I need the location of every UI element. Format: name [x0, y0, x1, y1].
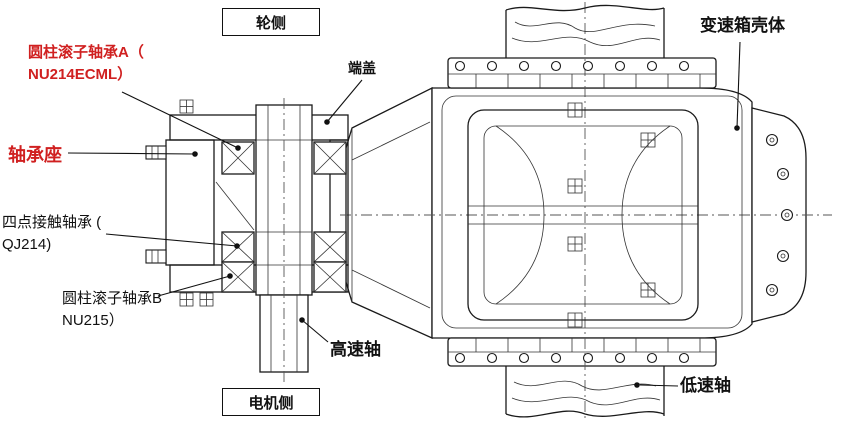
motor-side-text: 电机侧 — [248, 394, 294, 412]
wheel-side-text: 轮侧 — [255, 14, 286, 32]
label-bearing-a: 圆柱滚子轴承A（ NU214ECML） — [28, 42, 144, 86]
bearing-a-text-line1: 圆柱滚子轴承A（ — [28, 44, 144, 61]
four-point-bearing-text-line1: 四点接触轴承 ( — [2, 214, 102, 231]
top-flange-drawing — [448, 60, 716, 88]
label-end-cover: 端盖 — [348, 58, 376, 78]
high-speed-shaft-text: 高速轴 — [330, 340, 381, 359]
bearing-b-text-line1: 圆柱滚子轴承B — [62, 290, 163, 307]
label-low-speed-shaft: 低速轴 — [680, 374, 731, 399]
label-four-point-bearing: 四点接触轴承 ( QJ214) — [2, 212, 101, 256]
label-motor-side: 电机侧 — [222, 388, 320, 416]
gearbox-housing-text: 变速箱壳体 — [700, 16, 785, 35]
low-speed-shaft-top-drawing — [505, 4, 665, 58]
center-lines — [340, 2, 832, 422]
leader-lines — [67, 41, 741, 388]
gearbox-housing-details — [351, 95, 794, 329]
label-high-speed-shaft: 高速轴 — [330, 338, 381, 363]
bearing-seat-text: 轴承座 — [8, 145, 62, 165]
bottom-flange-drawing — [448, 338, 716, 364]
low-speed-shaft-text: 低速轴 — [680, 376, 731, 395]
bearing-b-text-line2: NU215） — [62, 311, 124, 329]
label-bearing-seat: 轴承座 — [8, 142, 62, 168]
four-point-bearing-text-line2: QJ214) — [2, 235, 52, 253]
label-wheel-side: 轮侧 — [222, 8, 320, 36]
label-gearbox-housing: 变速箱壳体 — [700, 14, 785, 39]
label-bearing-b: 圆柱滚子轴承B NU215） — [62, 288, 162, 332]
end-cap-bolts — [765, 133, 794, 297]
bearing-a-text-line2: NU214ECML） — [28, 65, 133, 83]
low-speed-shaft-bottom-drawing — [505, 366, 665, 418]
end-cover-text: 端盖 — [348, 60, 376, 76]
